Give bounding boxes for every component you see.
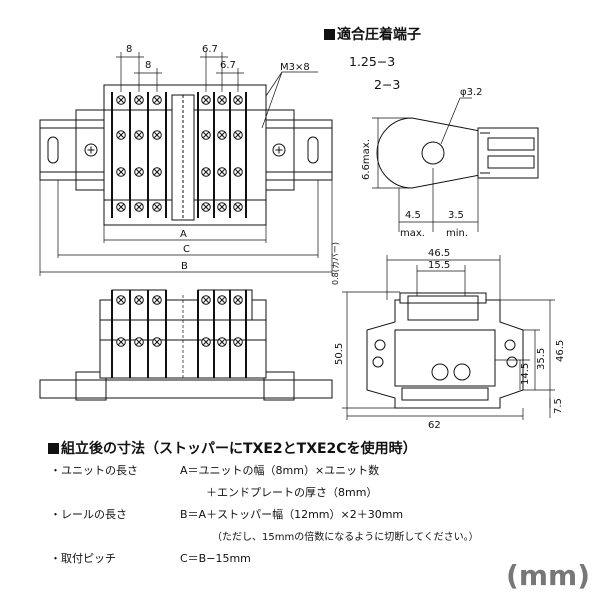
assembly-row-3-formula: B＝A＋ストッパー幅（12mm）×2＋30mm: [180, 508, 404, 521]
assembly-row-4-formula: （ただし、15mmの倍数になるように切断してください。）: [212, 532, 479, 543]
bullet-square-icon: [324, 29, 335, 40]
assembly-row-3-label: ・レールの長さ: [50, 508, 127, 521]
assembly-title: 組立後の寸法: [61, 441, 145, 457]
crimp-size-2: 2−3: [374, 77, 401, 92]
assembly-row-5-label: ・取付ピッチ: [50, 552, 116, 565]
crimp-size-1: 1.25−3: [349, 54, 396, 69]
dim-c: C: [183, 244, 190, 255]
dim-terminal-w2-note: min.: [446, 228, 468, 239]
dim-hole: φ3.2: [460, 87, 483, 98]
top-view-labels: 8 8 6.7 6.7 M3×8 A C B: [126, 44, 310, 272]
top-view: [39, 52, 333, 276]
dim-width-bottom: 62: [428, 420, 441, 431]
dim-terminal-w1: 4.5: [405, 210, 421, 221]
dim-height-right-4: 7.5: [553, 398, 564, 414]
dim-b: B: [181, 261, 188, 272]
assembly-row-1-formula: A＝ユニットの幅（8mm）×ユニット数: [180, 464, 380, 477]
dim-terminal-height: 6.6max.: [361, 139, 372, 180]
dim-terminal-w1-note: max.: [400, 228, 425, 239]
assembly-row-1-label: ・ユニットの長さ: [50, 464, 138, 477]
dim-screw: M3×8: [280, 62, 310, 73]
assembly-subtitle: （ストッパーにTXE2とTXE2Cを使用時）: [145, 441, 417, 457]
dim-pitch-1: 8: [126, 44, 132, 55]
dim-a: A: [180, 229, 187, 240]
assembly-row-2-formula: ＋エンドプレートの厚さ（8mm）: [206, 486, 378, 499]
crimp-terminal-drawing: [372, 97, 539, 232]
assembly-heading: 組立後の寸法（ストッパーにTXE2とTXE2Cを使用時）: [48, 438, 417, 458]
front-view: [39, 289, 333, 401]
side-view-labels: 0.8(カバー) 46.5 15.5 50.5 46.5 35.5 14.5 7…: [331, 242, 566, 431]
dim-width-top: 46.5: [428, 248, 450, 259]
unit-label: (mm): [506, 559, 590, 592]
dim-height-left: 50.5: [334, 343, 345, 365]
dim-pitch-4: 6.7: [220, 60, 236, 71]
crimp-terminal-labels: φ3.2 6.6max. 4.5 3.5 max. min.: [361, 87, 483, 239]
crimp-section-title: 適合圧着端子: [324, 24, 421, 44]
dim-pitch-2: 8: [145, 60, 151, 71]
crimp-title-text: 適合圧着端子: [337, 27, 421, 43]
bullet-square-icon: [48, 443, 59, 454]
dim-height-right-3: 14.5: [520, 363, 531, 385]
side-view: [342, 255, 555, 420]
dim-height-right-1: 46.5: [555, 340, 566, 362]
assembly-row-5-formula: C＝B−15mm: [180, 552, 251, 565]
dim-cover: 0.8(カバー): [331, 242, 340, 285]
dim-pitch-3: 6.7: [202, 44, 218, 55]
dim-terminal-w2: 3.5: [448, 210, 464, 221]
dim-height-right-2: 35.5: [536, 348, 547, 370]
dim-width-inner: 15.5: [428, 260, 450, 271]
